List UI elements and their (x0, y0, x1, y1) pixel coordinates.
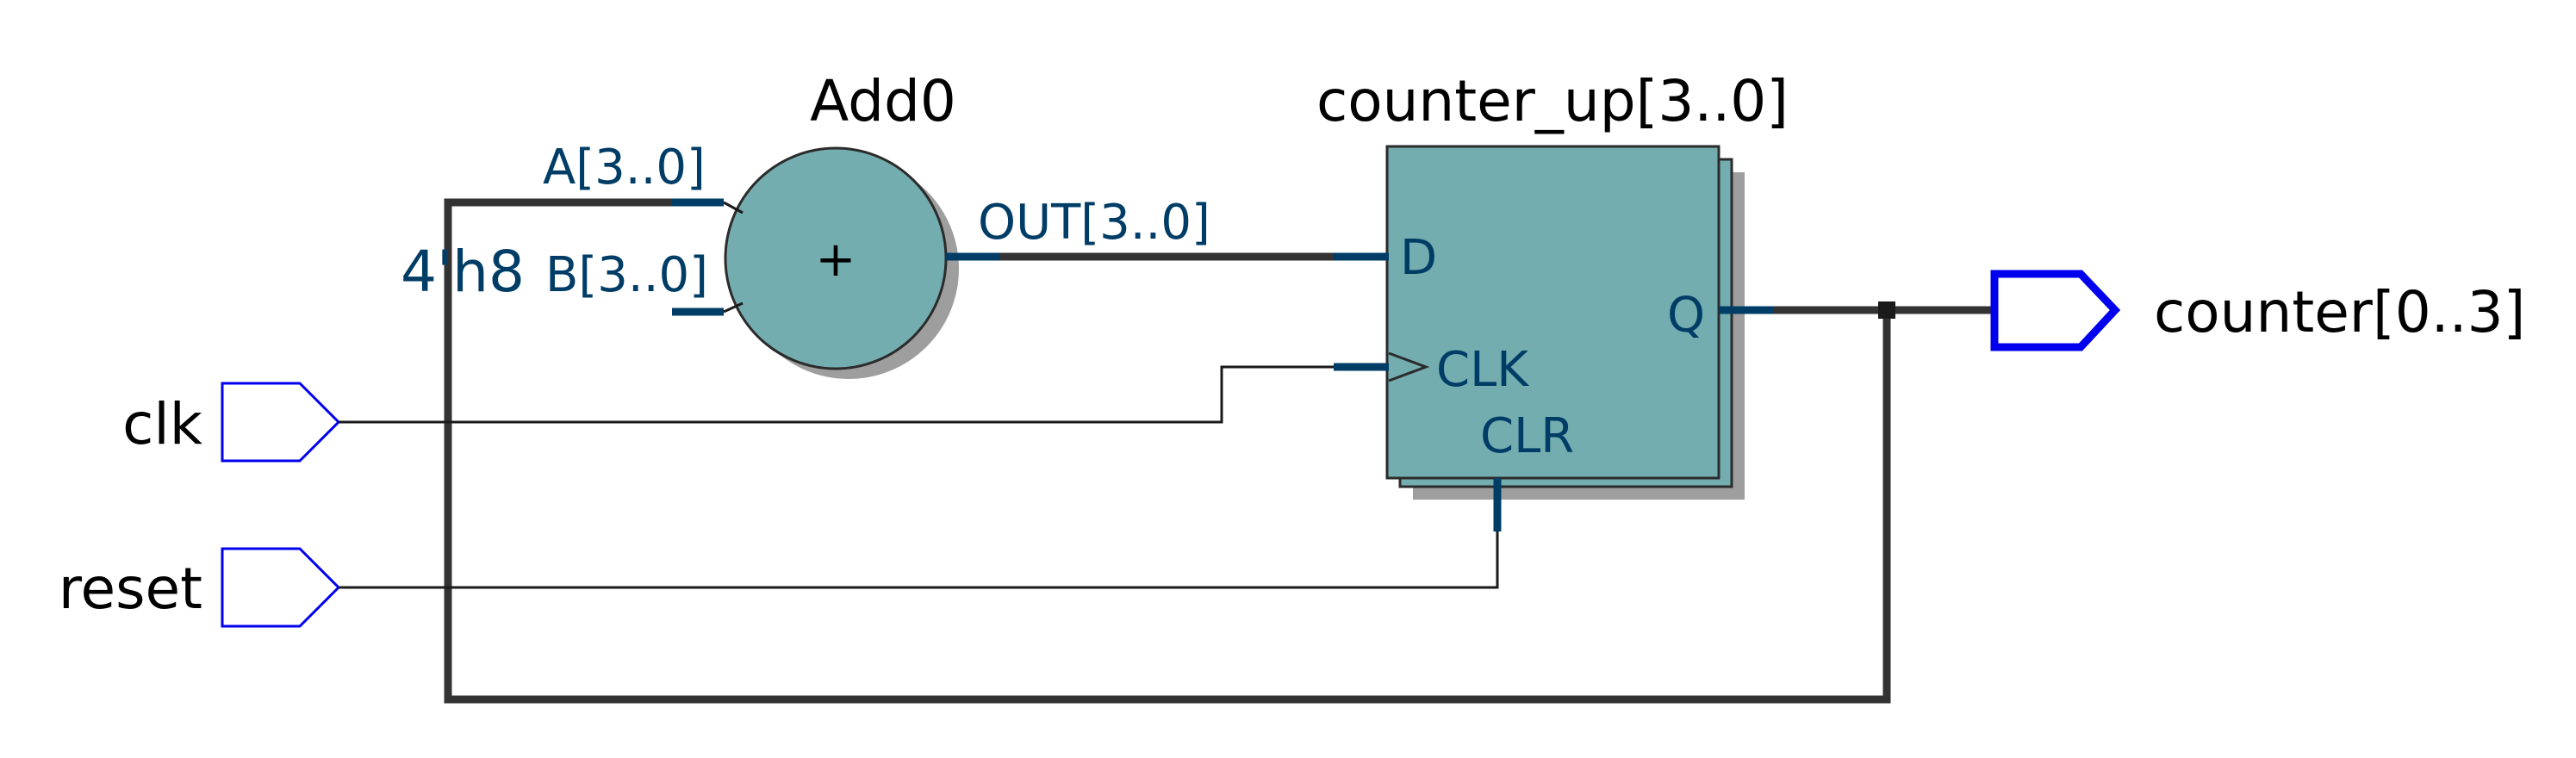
counter-pin-shape (1990, 270, 2121, 351)
clk-input-label: clk (122, 391, 203, 457)
adder-title: Add0 (810, 68, 956, 134)
adder-port-a-label: A[3..0] (543, 140, 706, 196)
adder-block[interactable]: + (672, 146, 999, 379)
register-title: counter_up[3..0] (1316, 68, 1789, 134)
register-port-d-label: D (1400, 230, 1437, 286)
adder-plus-symbol: + (816, 232, 856, 288)
adder-port-out-label: OUT[3..0] (978, 195, 1210, 251)
adder-port-b-label: B[3..0] (545, 247, 708, 303)
feedback-bus-wire (444, 198, 1891, 704)
adder-port-a-connector (723, 201, 744, 214)
reset-input-pin[interactable] (221, 547, 341, 628)
clk-wire (339, 365, 1334, 424)
clk-input-pin[interactable] (221, 382, 341, 463)
counter-output-pin[interactable] (1990, 270, 2121, 351)
reset-input-label: reset (59, 556, 202, 622)
register-port-clr-label: CLR (1480, 408, 1574, 464)
register-port-q-label: Q (1667, 288, 1705, 344)
register-body (1385, 145, 1720, 480)
clk-pin-shape (221, 382, 341, 463)
bus-junction-dot (1878, 301, 1895, 319)
register-clock-triangle (1388, 351, 1430, 382)
counter-output-label: counter[0..3] (2154, 279, 2525, 345)
reset-pin-shape (221, 547, 341, 628)
adder-constant-label: 4'h8 (401, 239, 525, 305)
register-block[interactable]: D CLK Q CLR (1334, 145, 1773, 531)
register-port-clk-label: CLK (1436, 342, 1529, 398)
reset-wire (339, 531, 1499, 589)
adder-port-b-connector (723, 301, 744, 314)
